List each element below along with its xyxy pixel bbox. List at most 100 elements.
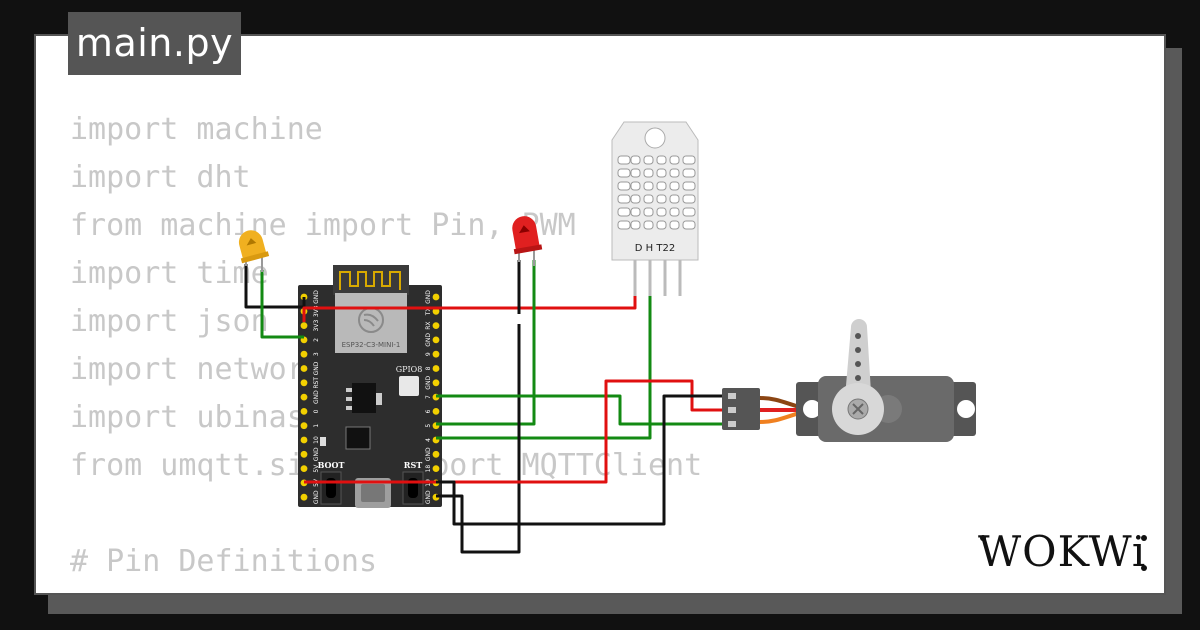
- pin-gnd[interactable]: [300, 365, 308, 372]
- code-line: import json: [70, 304, 269, 339]
- red-led[interactable]: [510, 214, 543, 266]
- pin-label: GND: [425, 447, 432, 461]
- editor-card: import machine import dht from machine imp…: [34, 34, 1166, 595]
- vent-slot: [630, 207, 641, 217]
- vent-slot: [669, 168, 680, 178]
- vent-slot: [643, 194, 654, 204]
- pin-gnd[interactable]: [300, 450, 308, 458]
- pin-gnd[interactable]: [300, 393, 308, 401]
- gpio8-label: GPIO8: [396, 365, 423, 374]
- wokwi-logo-text: WOKWi: [978, 527, 1146, 576]
- vent-slot: [630, 181, 641, 191]
- pin-6[interactable]: [432, 408, 440, 415]
- pin-10[interactable]: [300, 436, 308, 444]
- vent-slot: [682, 155, 696, 165]
- wokwi-logo[interactable]: WOKWi: [976, 526, 1156, 576]
- pin-label: 5V: [313, 464, 320, 473]
- vent-slot: [656, 220, 667, 230]
- pin-gnd[interactable]: [432, 336, 440, 344]
- pin-1[interactable]: [300, 422, 308, 430]
- pin-rx[interactable]: [432, 322, 440, 329]
- pin-label: 7: [425, 395, 432, 399]
- pin-label: 4: [425, 438, 432, 442]
- vent-slot: [617, 194, 631, 204]
- pin-0[interactable]: [300, 408, 308, 415]
- pin-tx[interactable]: [432, 307, 440, 315]
- pin-label: GND: [425, 490, 432, 504]
- pin-label: 3: [313, 352, 320, 356]
- vent-slot: [682, 207, 696, 217]
- vent-slot: [630, 155, 641, 165]
- pin-label: 0: [313, 409, 320, 413]
- esp32-c3-board[interactable]: ESP32-C3-MINI-1 GPIO8 BOOT RST GND3V33V3…: [298, 265, 442, 508]
- vent-slot: [669, 181, 680, 191]
- pin-label: 10: [313, 436, 320, 444]
- code-line: import dht: [70, 160, 251, 195]
- pin-label: GND: [313, 290, 320, 304]
- code-line: # Pin Definitions: [70, 544, 378, 579]
- vent-slot: [617, 155, 631, 165]
- vent-slot: [682, 181, 696, 191]
- pin-gnd[interactable]: [300, 493, 308, 501]
- vent-slot: [643, 155, 654, 165]
- yellow-led[interactable]: [236, 228, 270, 272]
- wire-green: [436, 394, 726, 426]
- vent-slot: [643, 220, 654, 230]
- pin-label: 1: [313, 424, 320, 428]
- wire-green: [260, 270, 304, 339]
- code-listing: import machine import dht from machine imp…: [70, 106, 702, 593]
- dht-label: D H T22: [635, 243, 675, 254]
- pin-label: 5: [425, 424, 432, 428]
- vent-slot: [682, 194, 696, 204]
- code-line: import machine: [70, 112, 323, 147]
- rgb-led: [399, 376, 419, 396]
- pin-rst[interactable]: [300, 379, 308, 387]
- pin-label: GND: [313, 390, 320, 404]
- pin-label: 6: [425, 409, 432, 413]
- vent-slot: [682, 220, 696, 230]
- vent-slot: [669, 155, 680, 165]
- vent-slot: [682, 168, 696, 178]
- pin-label: 3V3: [313, 320, 320, 332]
- pin-label: GND: [313, 361, 320, 375]
- wires: [244, 260, 726, 554]
- pin-gnd[interactable]: [432, 450, 440, 458]
- pin-label: GND: [425, 333, 432, 347]
- servo-motor[interactable]: [722, 319, 976, 442]
- pin-label: TX: [425, 307, 432, 316]
- boot-label: BOOT: [318, 460, 345, 470]
- vent-slot: [617, 220, 631, 230]
- vent-slot: [630, 220, 641, 230]
- vent-slot: [656, 181, 667, 191]
- pin-gnd[interactable]: [432, 379, 440, 387]
- vent-slot: [643, 181, 654, 191]
- screw-icon: [852, 403, 864, 415]
- code-line: from machine import Pin, PWM: [70, 208, 576, 243]
- wire-black: [436, 260, 521, 554]
- pin-8[interactable]: [432, 365, 440, 372]
- vent-slot: [630, 168, 641, 178]
- wire-red: [302, 296, 637, 322]
- vent-slot: [656, 207, 667, 217]
- filename-tab[interactable]: main.py: [68, 12, 241, 75]
- vent-slot: [669, 220, 680, 230]
- pin-gnd[interactable]: [432, 293, 440, 301]
- vent-slot: [656, 155, 667, 165]
- vent-slot: [617, 207, 631, 217]
- rst-label: RST: [404, 460, 422, 470]
- vent-slot: [669, 194, 680, 204]
- pin-3[interactable]: [300, 350, 308, 358]
- pin-5v[interactable]: [300, 465, 308, 472]
- pin-label: 3V3: [313, 305, 320, 317]
- dht22-sensor[interactable]: D H T22: [611, 121, 699, 296]
- pin-label: RST: [313, 377, 320, 389]
- vent-slot: [617, 181, 631, 191]
- vent-slot: [643, 168, 654, 178]
- vent-slot: [656, 168, 667, 178]
- pin-18[interactable]: [432, 465, 440, 472]
- pin-3v3[interactable]: [300, 322, 308, 329]
- pin-9[interactable]: [432, 350, 440, 358]
